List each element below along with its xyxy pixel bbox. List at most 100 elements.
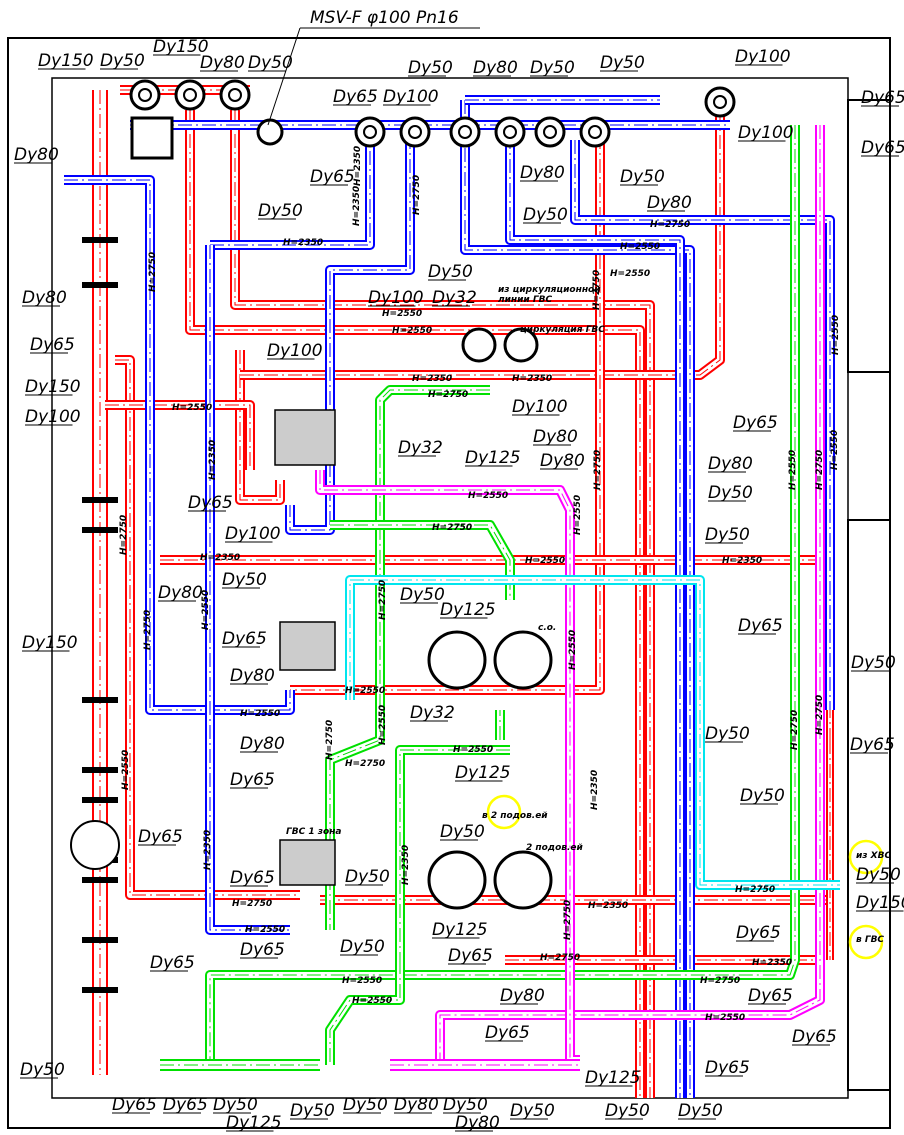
pipe-size-label: Dy100 [267, 341, 323, 361]
pipe-size-label: Dy50 [443, 1095, 488, 1115]
height-label: H=2750 [428, 390, 468, 400]
pump-impeller-0 [138, 88, 152, 102]
height-label: H=2350 [401, 845, 411, 885]
height-label: H=2350 [512, 374, 552, 384]
pipe-size-label: Dy50 [408, 58, 453, 78]
heat-exchanger-0 [274, 409, 336, 466]
height-label: H=2350 [353, 146, 363, 186]
pipe-size-label: Dy50 [340, 937, 385, 957]
pipe-size-label: Dy100 [368, 288, 424, 308]
height-label: H=2350 [283, 238, 323, 248]
pipe-size-label: Dy50 [856, 865, 901, 885]
height-label: H=2750 [592, 270, 602, 310]
pipe-size-label: Dy65 [112, 1095, 157, 1115]
pipe-size-label: Dy50 [708, 483, 753, 503]
connection-marker-0 [486, 794, 522, 830]
pipe-size-label: Dy80 [533, 427, 578, 447]
pipe-size-label: Dy65 [230, 770, 275, 790]
pipe-size-label: Dy125 [455, 763, 511, 783]
pipe-size-label: Dy50 [510, 1101, 555, 1121]
pipe-size-label: Dy65 [163, 1095, 208, 1115]
twin-pump-left-1 [427, 630, 487, 690]
height-label: H=2750 [119, 515, 129, 555]
pump-impeller-5 [458, 125, 472, 139]
pipe-size-label: Dy80 [500, 986, 545, 1006]
pipe-size-label: Dy65 [333, 87, 378, 107]
height-label: H=2550 [392, 326, 432, 336]
flange-5 [82, 767, 118, 773]
height-label: H=2350 [352, 186, 362, 226]
equipment [70, 79, 884, 993]
pipe-size-label: Dy32 [432, 288, 477, 308]
expansion-vessel [70, 820, 120, 870]
pipe-size-label: Dy100 [735, 47, 791, 67]
height-label: H=2350 [203, 830, 213, 870]
height-label: H=2750 [345, 759, 385, 769]
pipe-inner-23 [207, 125, 798, 1065]
height-label: H=2750 [563, 900, 573, 940]
pipe-size-label: Dy32 [398, 438, 443, 458]
pump-impeller-3 [363, 125, 377, 139]
height-label: H=2550 [610, 269, 650, 279]
height-label: H=2750 [650, 220, 690, 230]
flange-8 [82, 877, 118, 883]
height-label: H=2350 [590, 770, 600, 810]
note-dhw-zone1: ГВС 1 зона [286, 827, 341, 837]
pipe-size-label: Dy50 [345, 867, 390, 887]
note-to-2-zones-b: 2 подов.ей [526, 843, 583, 853]
pipe-size-label: Dy50 [678, 1101, 723, 1121]
pipe-size-label: Dy50 [343, 1095, 388, 1115]
pipe-size-label: Dy125 [432, 920, 488, 940]
height-label: H=2750 [148, 252, 158, 292]
pump-impeller-4 [408, 125, 422, 139]
pipe-size-label: Dy50 [605, 1101, 650, 1121]
note-dhw-circulation: циркуляция ГВС [520, 325, 605, 335]
pipe-size-label: Dy65 [188, 493, 233, 513]
flange-10 [82, 987, 118, 993]
pipe-size-label: Dy80 [473, 58, 518, 78]
pipe-size-label: Dy100 [383, 87, 439, 107]
pipe-size-label: Dy65 [738, 616, 783, 636]
pipe-size-label: Dy50 [213, 1095, 258, 1115]
pipe-axis-5 [239, 350, 281, 501]
height-label: H=2350 [412, 374, 452, 384]
pipe-size-label: Dy65 [861, 138, 904, 158]
pipe-size-label: Dy150 [856, 893, 904, 913]
pump-impeller-8 [588, 125, 602, 139]
pipe-axis-23 [209, 125, 796, 1065]
pipe-axis-22 [574, 140, 831, 710]
pipe-size-label: Dy50 [428, 262, 473, 282]
pipe-axis-24 [329, 389, 490, 930]
note-from-circulation-2: линии ГВС [498, 295, 552, 305]
note-to-2-zones-a: в 2 подов.ей [482, 811, 548, 821]
height-label: H=2550 [240, 709, 280, 719]
control-valve [130, 116, 174, 160]
height-label: H=2350 [200, 553, 240, 563]
height-label: H=2550 [830, 430, 840, 470]
pump-impeller-2 [228, 88, 242, 102]
twin-pump-right-1 [493, 630, 553, 690]
pump-impeller-9 [713, 95, 727, 109]
heat-exchanger-1 [279, 621, 336, 671]
height-label: H=2750 [815, 450, 825, 490]
flange-4 [82, 697, 118, 703]
pipe-size-label: Dy80 [540, 451, 585, 471]
pipe-axis-3 [189, 110, 641, 1098]
pipe-size-label: Dy50 [705, 525, 750, 545]
pipe-size-label: Dy50 [290, 1101, 335, 1121]
twin-pump-right-0 [503, 327, 539, 363]
pipe-size-label: Dy50 [851, 653, 896, 673]
walls [7, 37, 891, 1129]
valve-title: MSV-F φ100 Pn16 [310, 8, 459, 28]
pipe-size-label: Dy65 [792, 1027, 837, 1047]
height-label: H=2350 [722, 556, 762, 566]
height-label: H=2550 [620, 242, 660, 252]
pipe-size-label: Dy100 [25, 407, 81, 427]
height-label: H=2750 [143, 610, 153, 650]
connection-marker-2 [848, 924, 884, 960]
twin-pump-left-0 [461, 327, 497, 363]
pipe-axis-30 [439, 125, 821, 1065]
